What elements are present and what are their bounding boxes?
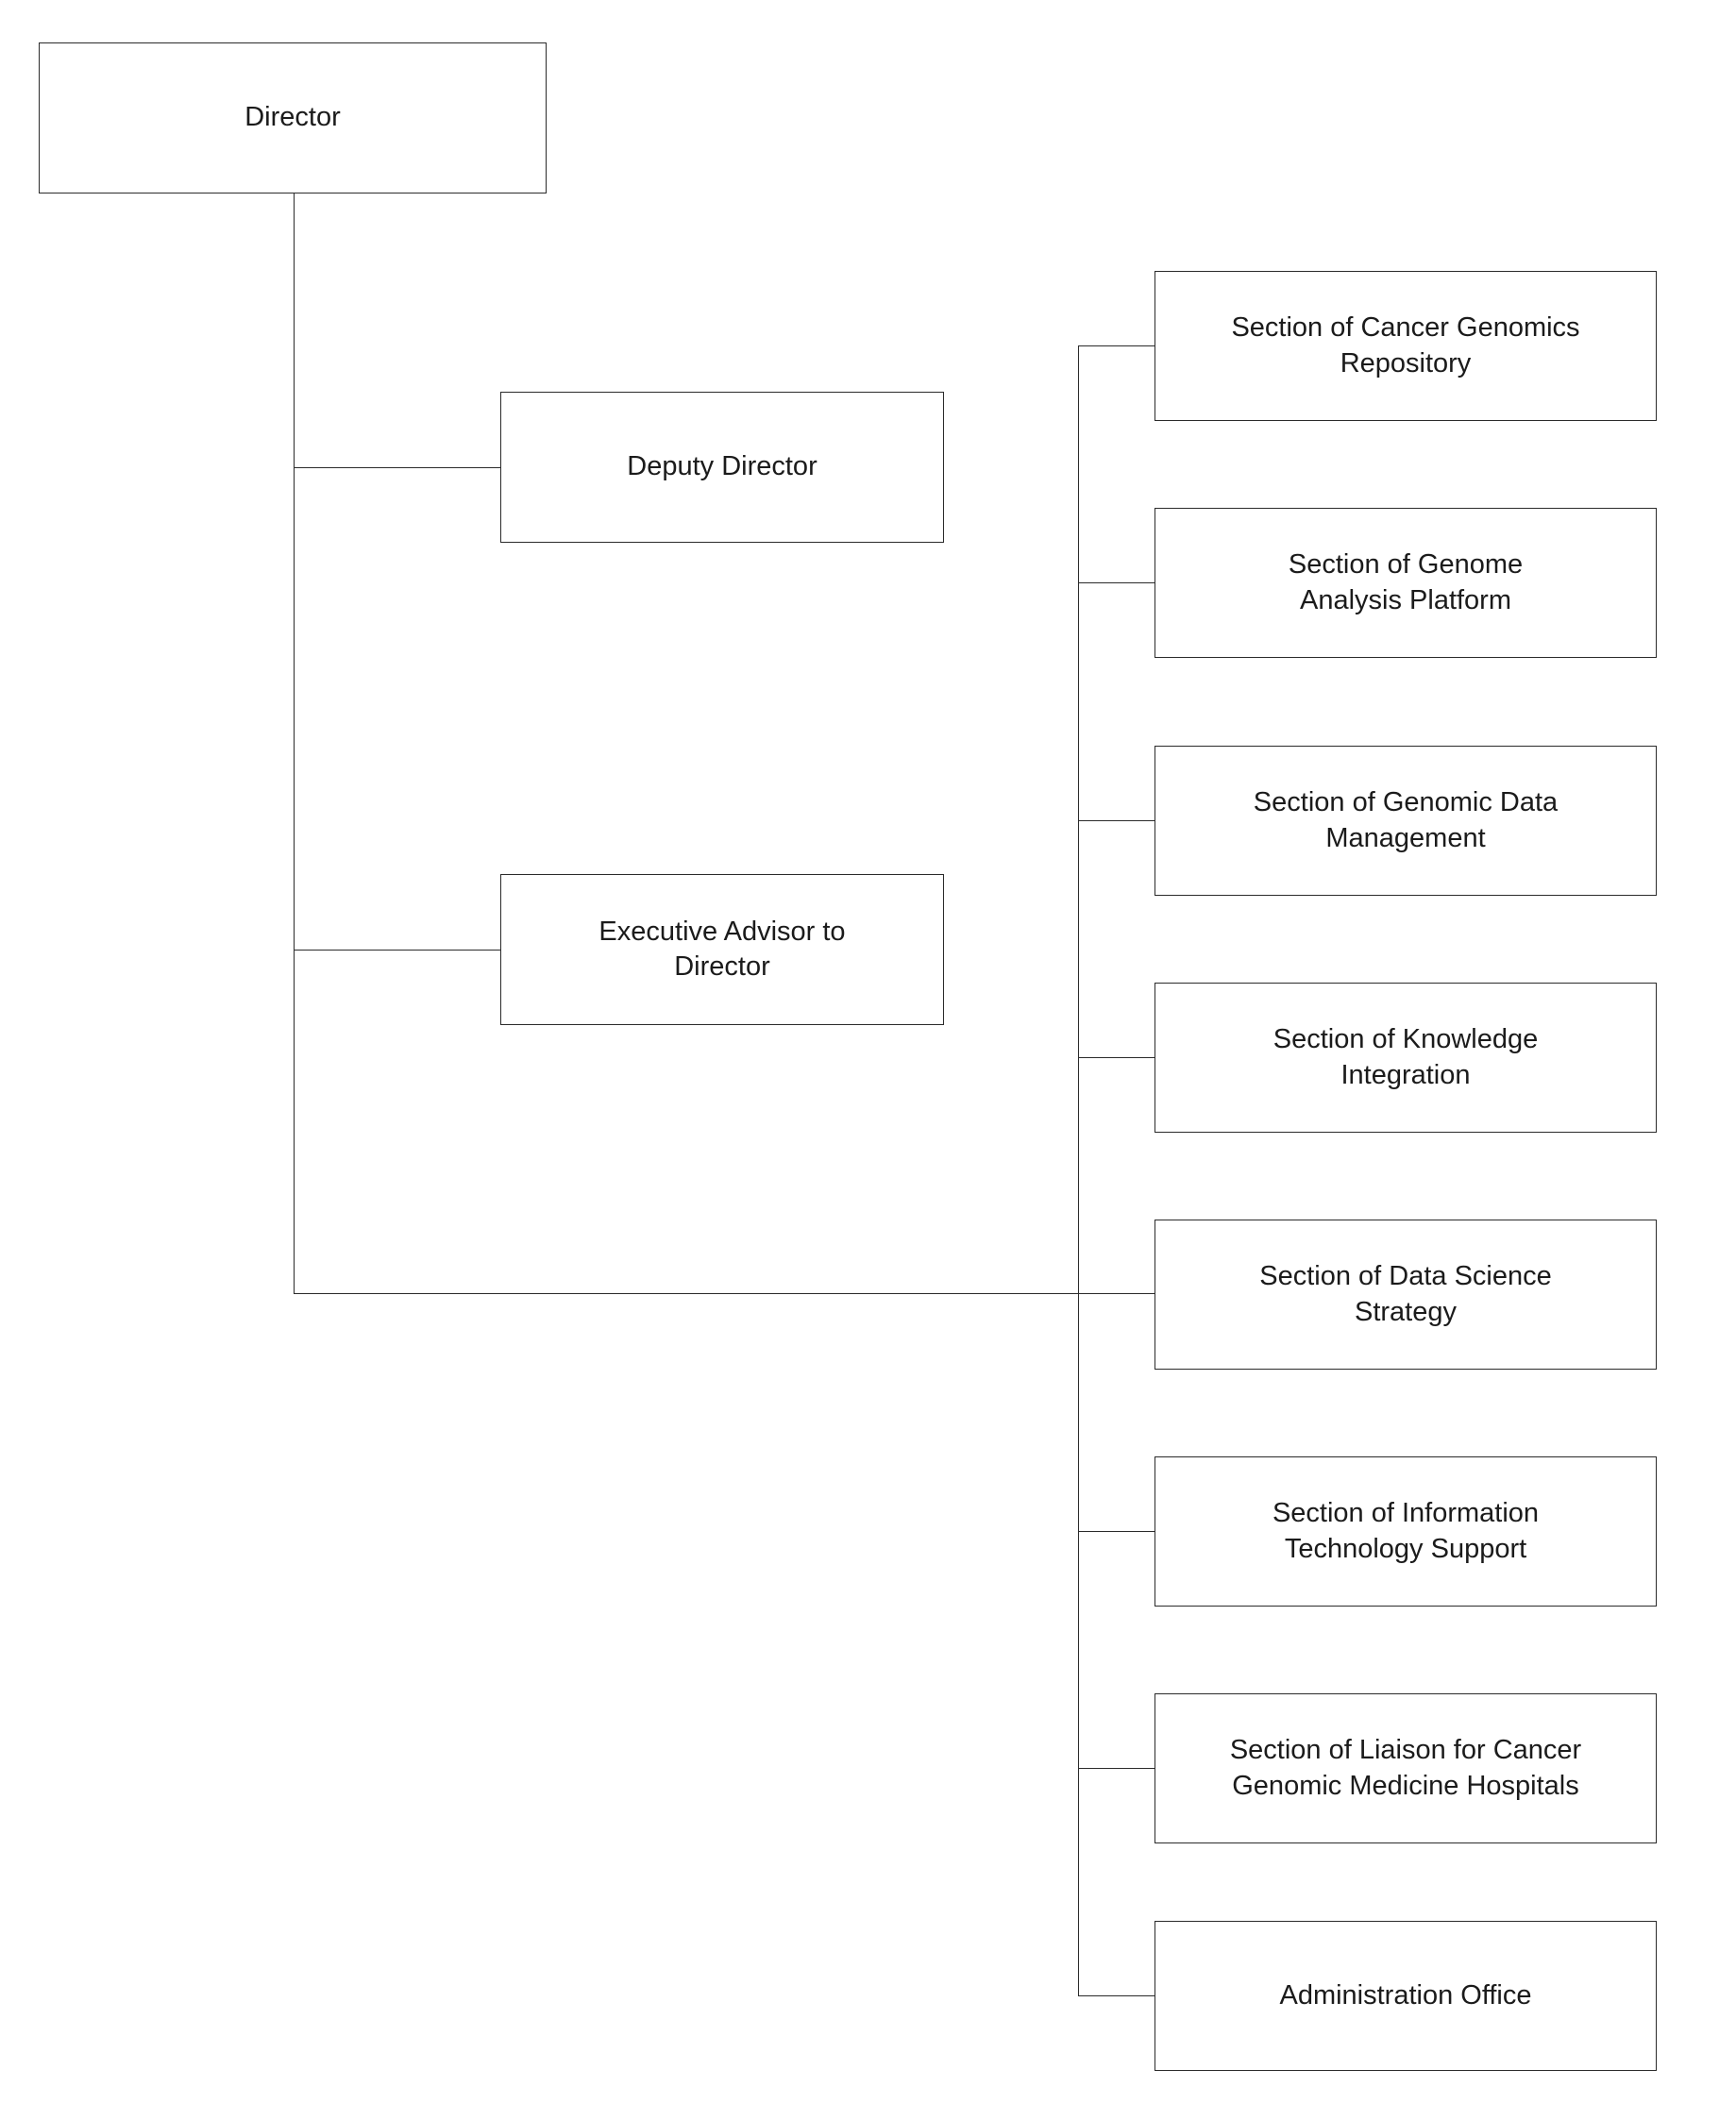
node-section-genome-analysis-platform[interactable]: Section of Genome Analysis Platform (1155, 508, 1657, 658)
connector-stub-liaison-hospitals (1078, 1768, 1155, 1769)
node-administration-office[interactable]: Administration Office (1155, 1921, 1657, 2071)
connector-section-spine (1078, 345, 1079, 1995)
node-section-information-technology-support-label: Section of Information Technology Suppor… (1272, 1498, 1540, 1564)
node-deputy-director[interactable]: Deputy Director (500, 392, 944, 543)
node-deputy-director-label: Deputy Director (627, 451, 817, 482)
node-director[interactable]: Director (39, 42, 547, 193)
connector-stub-information-technology-support (1078, 1531, 1155, 1532)
node-section-data-science-strategy-label: Section of Data Science Strategy (1259, 1261, 1552, 1327)
connector-stub-genome-analysis-platform (1078, 582, 1155, 583)
connector-stub-data-science-strategy (1078, 1293, 1155, 1294)
node-director-label: Director (244, 102, 341, 133)
node-section-knowledge-integration-label: Section of Knowledge Integration (1273, 1024, 1539, 1090)
node-section-knowledge-integration[interactable]: Section of Knowledge Integration (1155, 983, 1657, 1133)
node-section-genomic-data-management-label: Section of Genomic Data Management (1253, 787, 1559, 853)
node-executive-advisor[interactable]: Executive Advisor to Director (500, 874, 944, 1025)
node-section-cancer-genomics-repository[interactable]: Section of Cancer Genomics Repository (1155, 271, 1657, 421)
node-section-information-technology-support[interactable]: Section of Information Technology Suppor… (1155, 1456, 1657, 1607)
connector-director-to-executive-advisor (294, 950, 501, 951)
node-section-genome-analysis-platform-label: Section of Genome Analysis Platform (1288, 549, 1524, 615)
connector-stub-administration-office (1078, 1995, 1155, 1996)
node-section-liaison-hospitals-label: Section of Liaison for Cancer Genomic Me… (1229, 1735, 1582, 1801)
node-section-liaison-hospitals[interactable]: Section of Liaison for Cancer Genomic Me… (1155, 1693, 1657, 1843)
connector-director-spine (294, 193, 295, 1293)
connector-stub-cancer-genomics-repository (1078, 345, 1155, 346)
connector-director-to-deputy-director (294, 467, 501, 468)
connector-stub-knowledge-integration (1078, 1057, 1155, 1058)
connector-stub-genomic-data-management (1078, 820, 1155, 821)
connector-director-to-section-spine (294, 1293, 1079, 1294)
node-section-data-science-strategy[interactable]: Section of Data Science Strategy (1155, 1220, 1657, 1370)
node-administration-office-label: Administration Office (1279, 1979, 1532, 2011)
node-section-cancer-genomics-repository-label: Section of Cancer Genomics Repository (1231, 312, 1580, 379)
node-section-genomic-data-management[interactable]: Section of Genomic Data Management (1155, 746, 1657, 896)
node-executive-advisor-label: Executive Advisor to Director (598, 916, 846, 982)
